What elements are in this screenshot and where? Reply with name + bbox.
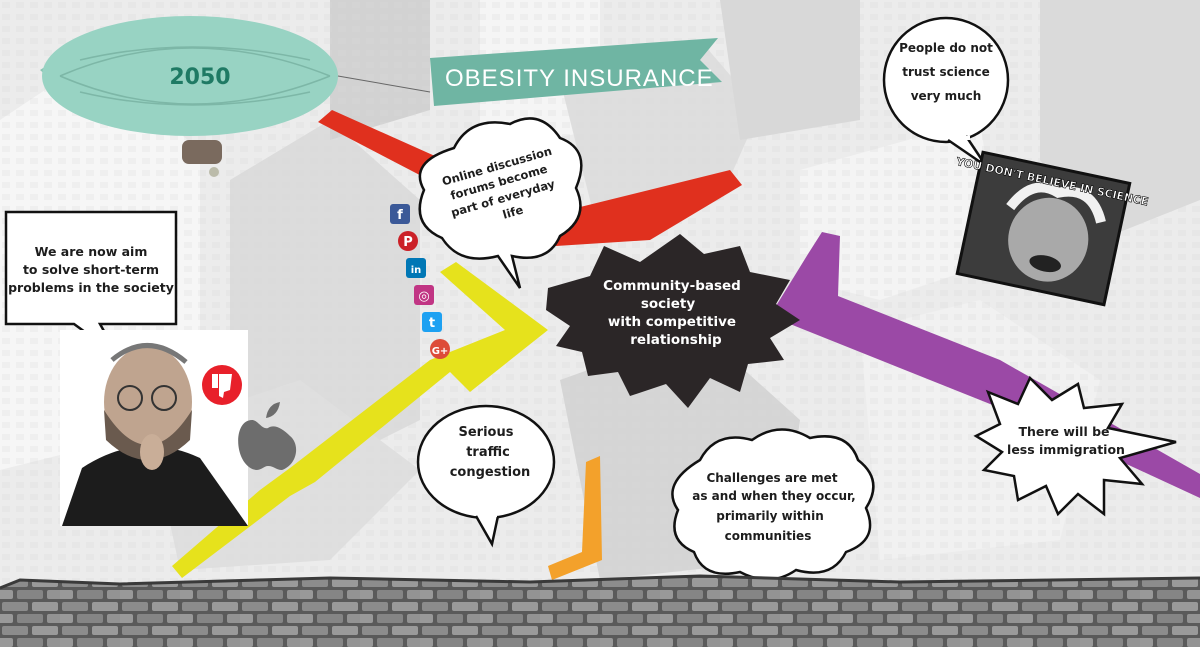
immigration-burst: There will be less immigration bbox=[973, 375, 1177, 517]
challenges-line-4: communities bbox=[725, 529, 812, 543]
facebook-icon[interactable]: f bbox=[390, 204, 410, 224]
pinterest-icon[interactable]: P bbox=[398, 231, 418, 251]
forums-bubble: Online discussion forums become part of … bbox=[418, 117, 583, 289]
community-line-2: society bbox=[641, 296, 696, 312]
immigration-line-2: less immigration bbox=[1007, 442, 1125, 457]
challenges-line-3: primarily within bbox=[716, 509, 824, 523]
brick-wall bbox=[0, 574, 1200, 647]
svg-text:f: f bbox=[397, 208, 403, 223]
science-line-1: People do not bbox=[899, 41, 993, 55]
community-line-3: with competitive bbox=[608, 314, 736, 330]
science-line-2: trust science bbox=[902, 65, 990, 79]
obesity-banner: OBESITY INSURANCE bbox=[430, 38, 722, 106]
challenges-line-2: as and when they occur, bbox=[692, 489, 855, 503]
immigration-line-1: There will be bbox=[1018, 424, 1109, 439]
orange-road bbox=[548, 456, 602, 580]
blimp: 2050 bbox=[40, 16, 431, 177]
red-road bbox=[318, 110, 742, 246]
svg-text:t: t bbox=[429, 316, 435, 331]
science-line-3: very much bbox=[911, 89, 982, 103]
science-bubble: People do not trust science very much bbox=[882, 16, 1010, 168]
traffic-line-1: Serious bbox=[459, 425, 514, 440]
instagram-icon[interactable]: ◎ bbox=[414, 285, 434, 305]
svg-text:G+: G+ bbox=[432, 346, 449, 357]
blimp-year: 2050 bbox=[169, 65, 230, 90]
yellow-road bbox=[172, 262, 548, 578]
linkedin-icon[interactable]: in bbox=[406, 258, 426, 278]
short-term-line-3: problems in the society bbox=[8, 280, 174, 295]
short-term-callout: We are now aim to solve short-term probl… bbox=[4, 210, 178, 358]
community-burst: Community-based society with competitive… bbox=[546, 234, 800, 408]
portrait-man bbox=[60, 330, 248, 526]
community-line-1: Community-based bbox=[603, 278, 741, 294]
twitter-icon[interactable]: t bbox=[422, 312, 442, 332]
google-plus-icon[interactable]: G+ bbox=[430, 339, 450, 359]
apple-logo-icon bbox=[238, 402, 297, 470]
short-term-line-1: We are now aim bbox=[35, 244, 148, 259]
banner-text: OBESITY INSURANCE bbox=[445, 65, 714, 92]
community-line-4: relationship bbox=[630, 332, 722, 348]
traffic-line-2: traffic bbox=[466, 445, 510, 460]
dislike-icon bbox=[202, 365, 242, 405]
traffic-line-3: congestion bbox=[450, 465, 531, 480]
svg-text:◎: ◎ bbox=[418, 289, 429, 304]
forums-line-4: life bbox=[501, 203, 525, 222]
traffic-bubble: Serious traffic congestion bbox=[416, 404, 556, 548]
challenges-line-1: Challenges are met bbox=[706, 471, 837, 485]
short-term-line-2: to solve short-term bbox=[23, 262, 159, 277]
svg-text:in: in bbox=[411, 265, 422, 276]
svg-text:P: P bbox=[403, 235, 413, 250]
